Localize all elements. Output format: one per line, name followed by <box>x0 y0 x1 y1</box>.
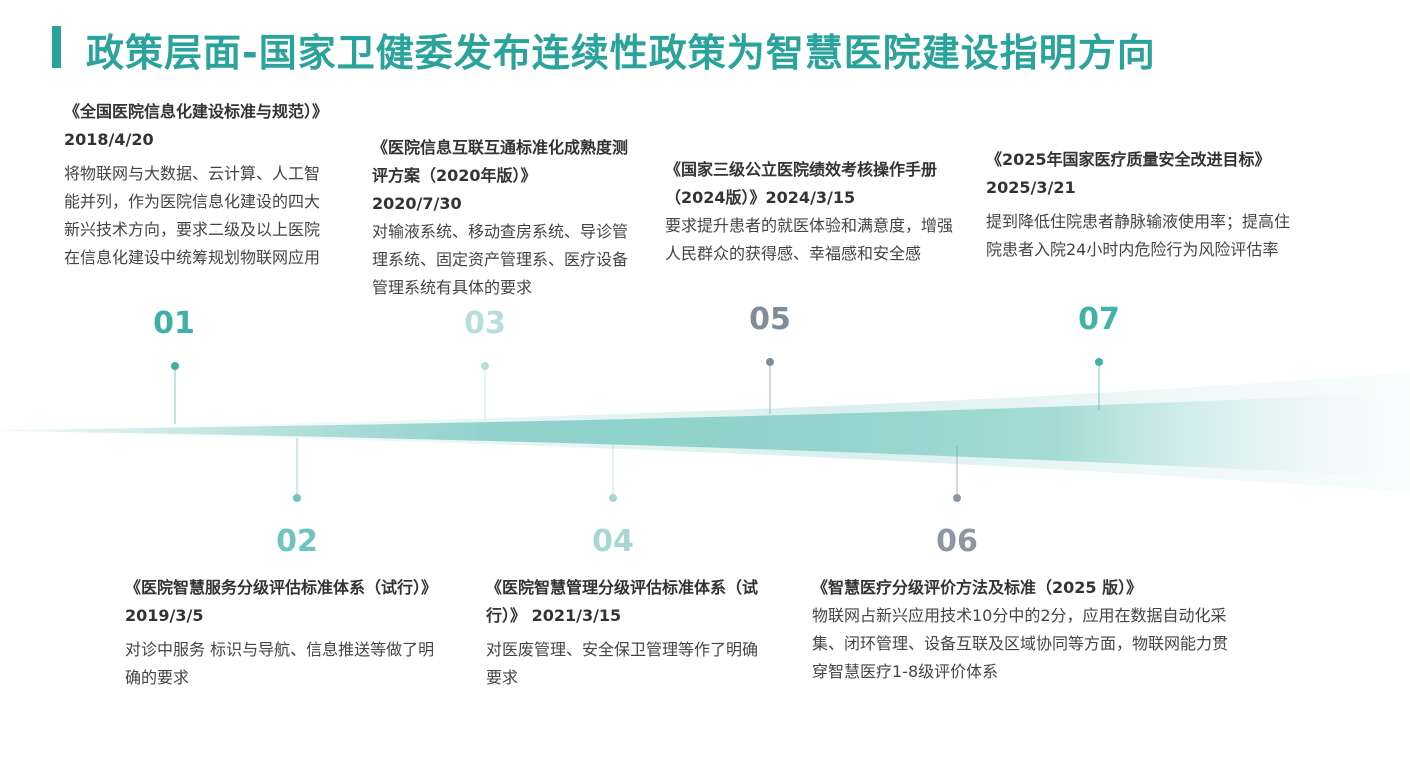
milestone-item-04: 《医院智慧管理分级评估标准体系（试行）》 2021/3/15 对医废管理、安全保… <box>486 574 758 692</box>
milestone-number-01: 01 <box>153 306 195 341</box>
milestone-number-07: 07 <box>1078 302 1120 337</box>
timeline-dot-02 <box>293 494 301 502</box>
timeline-dot-07 <box>1095 358 1103 366</box>
milestone-heading: 《国家三级公立医院绩效考核操作手册（2024版）》2024/3/15 <box>665 160 938 207</box>
title-accent-bar <box>52 26 61 68</box>
milestone-description: 将物联网与大数据、云计算、人工智能并列，作为医院信息化建设的四大新兴技术方向，要… <box>64 164 321 267</box>
milestone-description: 对输液系统、移动查房系统、导诊管理系统、固定资产管理系、医疗设备管理系统有具体的… <box>372 222 629 297</box>
milestone-description: 对诊中服务 标识与导航、信息推送等做了明确的要求 <box>125 640 435 687</box>
milestone-number-06: 06 <box>936 524 978 559</box>
timeline-dot-01 <box>171 362 179 370</box>
milestone-number-04: 04 <box>592 524 634 559</box>
milestone-item-02: 《医院智慧服务分级评估标准体系（试行）》 2019/3/5 对诊中服务 标识与导… <box>125 574 443 692</box>
timeline-dot-04 <box>609 494 617 502</box>
milestone-item-07: 《2025年国家医疗质量安全改进目标》 2025/3/21 提到降低住院患者静脉… <box>986 146 1304 264</box>
milestone-heading: 《医院智慧服务分级评估标准体系（试行）》 2019/3/5 <box>125 578 438 625</box>
milestone-heading: 《医院智慧管理分级评估标准体系（试行）》 2021/3/15 <box>486 578 759 625</box>
milestone-item-03: 《医院信息互联互通标准化成熟度测评方案（2020年版）》 2020/7/30 对… <box>372 134 628 302</box>
milestone-description: 要求提升患者的就医体验和满意度，增强人民群众的获得感、幸福感和安全感 <box>665 216 954 263</box>
timeline-dot-06 <box>953 494 961 502</box>
milestone-item-01: 《全国医院信息化建设标准与规范）》 2018/4/20 将物联网与大数据、云计算… <box>64 98 328 272</box>
milestone-number-02: 02 <box>276 524 318 559</box>
milestone-description: 物联网占新兴应用技术10分中的2分，应用在数据自动化采集、闭环管理、设备互联及区… <box>812 606 1229 681</box>
milestone-description: 提到降低住院患者静脉输液使用率；提高住院患者入院24小时内危险行为风险评估率 <box>986 212 1291 259</box>
page-title: 政策层面-国家卫健委发布连续性政策为智慧医院建设指明方向 <box>86 31 1156 75</box>
milestone-heading: 《智慧医疗分级评价方法及标准（2025 版）》 <box>812 578 1143 597</box>
milestone-heading: 《2025年国家医疗质量安全改进目标》 2025/3/21 <box>986 150 1271 197</box>
timeline-band <box>0 392 1410 478</box>
milestone-description: 对医废管理、安全保卫管理等作了明确要求 <box>486 640 759 687</box>
timeline-dot-05 <box>766 358 774 366</box>
milestone-heading: 《医院信息互联互通标准化成熟度测评方案（2020年版）》 2020/7/30 <box>372 138 629 213</box>
milestone-item-05: 《国家三级公立医院绩效考核操作手册（2024版）》2024/3/15 要求提升患… <box>665 156 961 268</box>
milestone-item-06: 《智慧医疗分级评价方法及标准（2025 版）》 物联网占新兴应用技术10分中的2… <box>812 574 1240 686</box>
milestone-number-05: 05 <box>749 302 791 337</box>
milestone-heading: 《全国医院信息化建设标准与规范）》 2018/4/20 <box>64 102 329 149</box>
timeline-dot-03 <box>481 362 489 370</box>
milestone-number-03: 03 <box>464 306 506 341</box>
